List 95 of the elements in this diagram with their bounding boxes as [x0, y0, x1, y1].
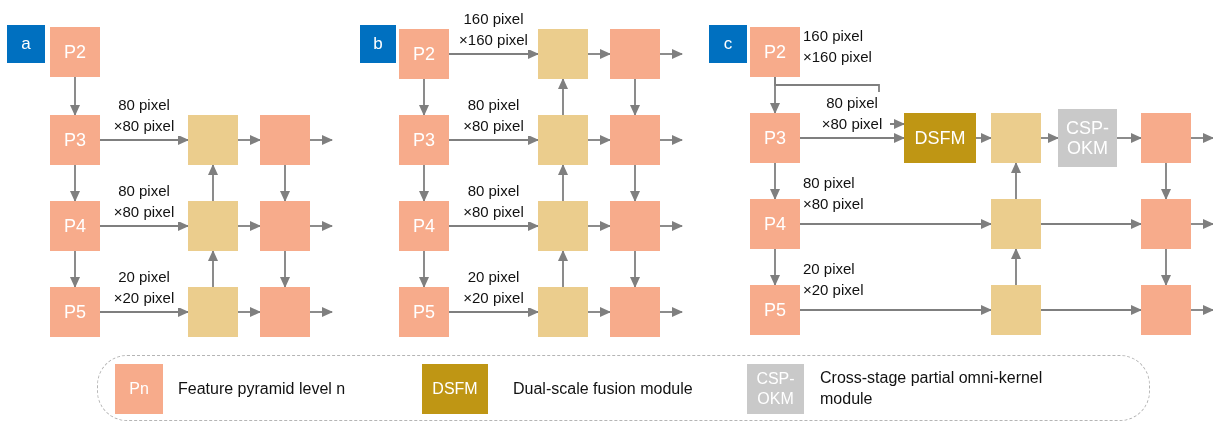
- arrow: [419, 164, 429, 202]
- fusion-box: [188, 287, 238, 337]
- panel-label: b: [360, 25, 396, 63]
- output-box: [610, 29, 660, 79]
- arrow: [799, 133, 905, 143]
- arrow: [1011, 248, 1021, 286]
- legend-text: Dual-scale fusion module: [513, 379, 693, 399]
- pyramid-level-box: P5: [399, 287, 449, 337]
- output-box: [260, 201, 310, 251]
- arrow: [70, 164, 80, 202]
- arrow: [587, 49, 611, 59]
- pyramid-level-box: P5: [50, 287, 100, 337]
- arrow: [659, 49, 683, 59]
- output-box: [260, 115, 310, 165]
- arrow: [419, 250, 429, 288]
- fusion-box: [538, 29, 588, 79]
- arrow: [448, 49, 539, 59]
- arrow: [799, 219, 992, 229]
- arrow: [208, 250, 218, 288]
- arrow: [558, 78, 568, 116]
- arrow: [1161, 248, 1171, 286]
- output-box: [610, 201, 660, 251]
- arrow: [1161, 162, 1171, 200]
- arrow: [1190, 305, 1213, 315]
- arrow: [237, 135, 261, 145]
- arrow: [309, 135, 333, 145]
- module-box: DSFM: [904, 113, 976, 163]
- arrow: [237, 307, 261, 317]
- arrow: [975, 133, 992, 143]
- fusion-box: [188, 201, 238, 251]
- arrow: [99, 135, 189, 145]
- arrow: [448, 221, 539, 231]
- output-box: [1141, 113, 1191, 163]
- pyramid-level-box: P3: [750, 113, 800, 163]
- arrow: [309, 307, 333, 317]
- arrow: [1190, 219, 1213, 229]
- fusion-box: [538, 201, 588, 251]
- arrow: [659, 307, 683, 317]
- arrow: [587, 307, 611, 317]
- pyramid-level-box: P3: [399, 115, 449, 165]
- arrow: [70, 76, 80, 116]
- arrow: [799, 305, 992, 315]
- pyramid-level-box: P2: [750, 27, 800, 77]
- fusion-box: [991, 285, 1041, 335]
- fusion-box: [991, 113, 1041, 163]
- arrow: [99, 221, 189, 231]
- arrow: [448, 135, 539, 145]
- panel-label: a: [7, 25, 45, 63]
- output-box: [610, 115, 660, 165]
- arrow: [448, 307, 539, 317]
- fusion-box: [991, 199, 1041, 249]
- arrow: [630, 250, 640, 288]
- pyramid-level-box: P4: [50, 201, 100, 251]
- arrow: [770, 248, 780, 286]
- swatch-label: DSFM: [432, 379, 478, 399]
- fusion-box: [188, 115, 238, 165]
- arrow: [659, 135, 683, 145]
- arrow: [770, 162, 780, 200]
- arrow: [558, 250, 568, 288]
- arrow: [280, 164, 290, 202]
- arrow: [1011, 162, 1021, 200]
- arrow: [280, 250, 290, 288]
- pyramid-level-box: P2: [399, 29, 449, 79]
- pyramid-level-box: P4: [399, 201, 449, 251]
- arrow: [659, 221, 683, 231]
- pyramid-level-box: P2: [50, 27, 100, 77]
- output-box: [260, 287, 310, 337]
- arrow: [309, 221, 333, 231]
- arrow: [99, 307, 189, 317]
- arrow: [1040, 219, 1142, 229]
- legend-text: Cross-stage partial omni-kernel module: [820, 368, 1044, 409]
- arrow: [70, 250, 80, 288]
- swatch-label: Pn: [129, 379, 149, 399]
- arrow: [587, 221, 611, 231]
- legend-text: Feature pyramid level n: [178, 379, 346, 399]
- arrow: [419, 78, 429, 116]
- arrow: [237, 221, 261, 231]
- arrow: [1190, 133, 1213, 143]
- pyramid-level-box: P4: [750, 199, 800, 249]
- pyramid-level-box: P3: [50, 115, 100, 165]
- pyramid-level-box: P5: [750, 285, 800, 335]
- arrow: [630, 78, 640, 116]
- arrow: [1116, 133, 1142, 143]
- arrow: [630, 164, 640, 202]
- arrow: [558, 164, 568, 202]
- arrow: [208, 164, 218, 202]
- output-box: [1141, 285, 1191, 335]
- arrow: [1040, 133, 1059, 143]
- fusion-box: [538, 287, 588, 337]
- fusion-box: [538, 115, 588, 165]
- output-box: [1141, 199, 1191, 249]
- arrow: [1040, 305, 1142, 315]
- arrow: [587, 135, 611, 145]
- panel-label: c: [709, 25, 747, 63]
- output-box: [610, 287, 660, 337]
